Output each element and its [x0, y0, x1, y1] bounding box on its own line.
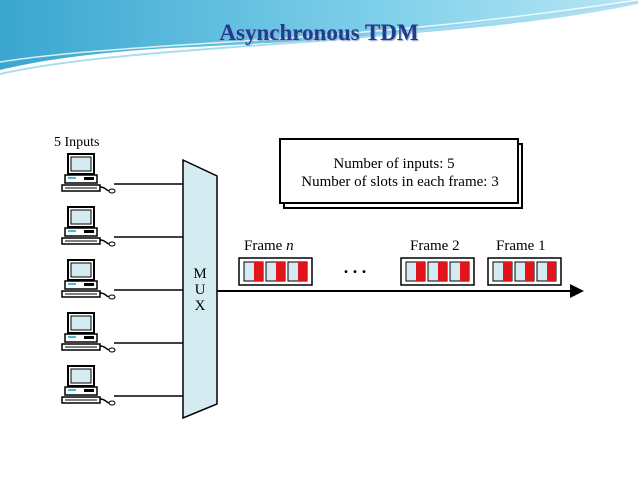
info-slots-text: Number of slots in each frame: 3 [301, 174, 498, 190]
info-inputs-text: Number of inputs: 5 [333, 156, 454, 172]
frame-n-label: Frame n [244, 238, 294, 254]
mux-letter: X [195, 298, 206, 314]
output-arrowhead [570, 284, 584, 298]
inputs-label: 5 Inputs [54, 135, 100, 150]
info-box [279, 138, 519, 204]
computer-icon [61, 312, 116, 353]
frame-2 [400, 257, 475, 286]
slide-title: Asynchronous TDM [219, 20, 419, 45]
frame-2-label: Frame 2 [410, 238, 460, 254]
mux-letter: M [193, 266, 206, 282]
frame-1 [487, 257, 562, 286]
frames-ellipsis: . . . [344, 257, 367, 277]
frame-1-label: Frame 1 [496, 238, 546, 254]
computer-icon [61, 206, 116, 247]
computer-icon [61, 259, 116, 300]
computer-icon [61, 153, 116, 194]
mux-block [182, 158, 218, 420]
header-wave-decoration [0, 0, 638, 75]
mux-letter: U [195, 282, 206, 298]
frame-n [238, 257, 313, 286]
computer-icon [61, 365, 116, 406]
